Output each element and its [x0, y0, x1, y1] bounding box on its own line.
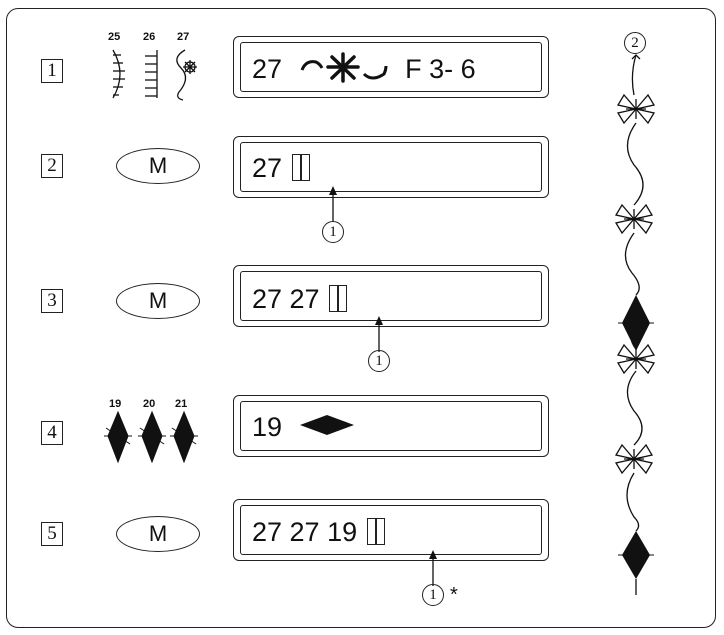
- lcd-text-step-3: 27 27: [252, 284, 320, 314]
- cursor-icon: [329, 285, 339, 312]
- memory-button-step-5[interactable]: M: [116, 516, 200, 552]
- pattern-number-21: 21: [175, 398, 188, 410]
- lcd-display-step-1: 27 F 3- 6: [233, 36, 549, 98]
- flower-stitch-icon: [616, 343, 656, 375]
- flower-stitch-icon: [614, 203, 654, 235]
- lcd-text-step-1: 27: [252, 54, 283, 84]
- pattern-number-19: 19: [109, 398, 122, 410]
- lcd-text-step-2: 27: [252, 153, 283, 183]
- diamond-stitch-icon: [618, 295, 654, 351]
- diamond-stitch-icon: [618, 531, 654, 595]
- diagram-frame: [6, 8, 716, 628]
- memory-button-step-2[interactable]: M: [116, 148, 200, 184]
- step-number-2: 2: [41, 154, 63, 178]
- pointer-arrow-step-2: [329, 186, 337, 222]
- lcd-text-step-4: 19: [252, 412, 283, 442]
- cursor-icon: [291, 154, 301, 181]
- diamond-stitch-icon: [107, 410, 195, 464]
- callout-1-step-5: 1: [422, 584, 444, 606]
- callout-1-step-2: 1: [322, 221, 344, 243]
- flower-stitch-icon: [616, 93, 656, 125]
- arc-stitch-icon: [112, 49, 125, 99]
- lcd-display-step-5: 27 27 19: [233, 499, 549, 561]
- stitch-sample-column: [614, 54, 656, 595]
- lcd-display-step-2: 27: [233, 136, 549, 198]
- step-number-5: 5: [41, 522, 63, 546]
- stitch-patterns-25-27-icon: [112, 49, 197, 101]
- pattern-number-20: 20: [143, 398, 156, 410]
- cursor-icon: [366, 518, 376, 545]
- lcd-display-step-4: 19: [233, 395, 549, 457]
- flower-stitch-icon: [300, 52, 388, 83]
- pattern-number-26: 26: [143, 31, 156, 43]
- step-number-3: 3: [41, 289, 63, 313]
- ladder-stitch-icon: [145, 50, 158, 98]
- callout-1-step-3: 1: [368, 350, 390, 372]
- flower-stitch-icon: [614, 443, 654, 475]
- lcd-text-step-5: 27 27 19: [252, 517, 358, 547]
- cursor-icon: [338, 285, 348, 312]
- lcd-suffix-step-1: F 3- 6: [405, 54, 476, 84]
- footnote-asterisk: *: [450, 584, 458, 606]
- pattern-number-27: 27: [177, 31, 190, 43]
- memory-button-step-3[interactable]: M: [116, 283, 200, 319]
- pointer-arrow-step-3: [375, 316, 383, 352]
- flower-stitch-icon: [176, 49, 197, 101]
- diamond-stitch-icon: [299, 415, 354, 435]
- callout-2-sample: 2: [624, 32, 646, 54]
- diamond-stitch-patterns-icon: [104, 410, 198, 464]
- pointer-arrow-step-5: [429, 550, 437, 586]
- lcd-display-step-3: 27 27: [233, 265, 549, 327]
- step-number-1: 1: [41, 59, 63, 83]
- cursor-icon: [300, 154, 310, 181]
- cursor-icon: [375, 518, 385, 545]
- step-number-4: 4: [41, 421, 63, 445]
- pattern-number-25: 25: [108, 31, 121, 43]
